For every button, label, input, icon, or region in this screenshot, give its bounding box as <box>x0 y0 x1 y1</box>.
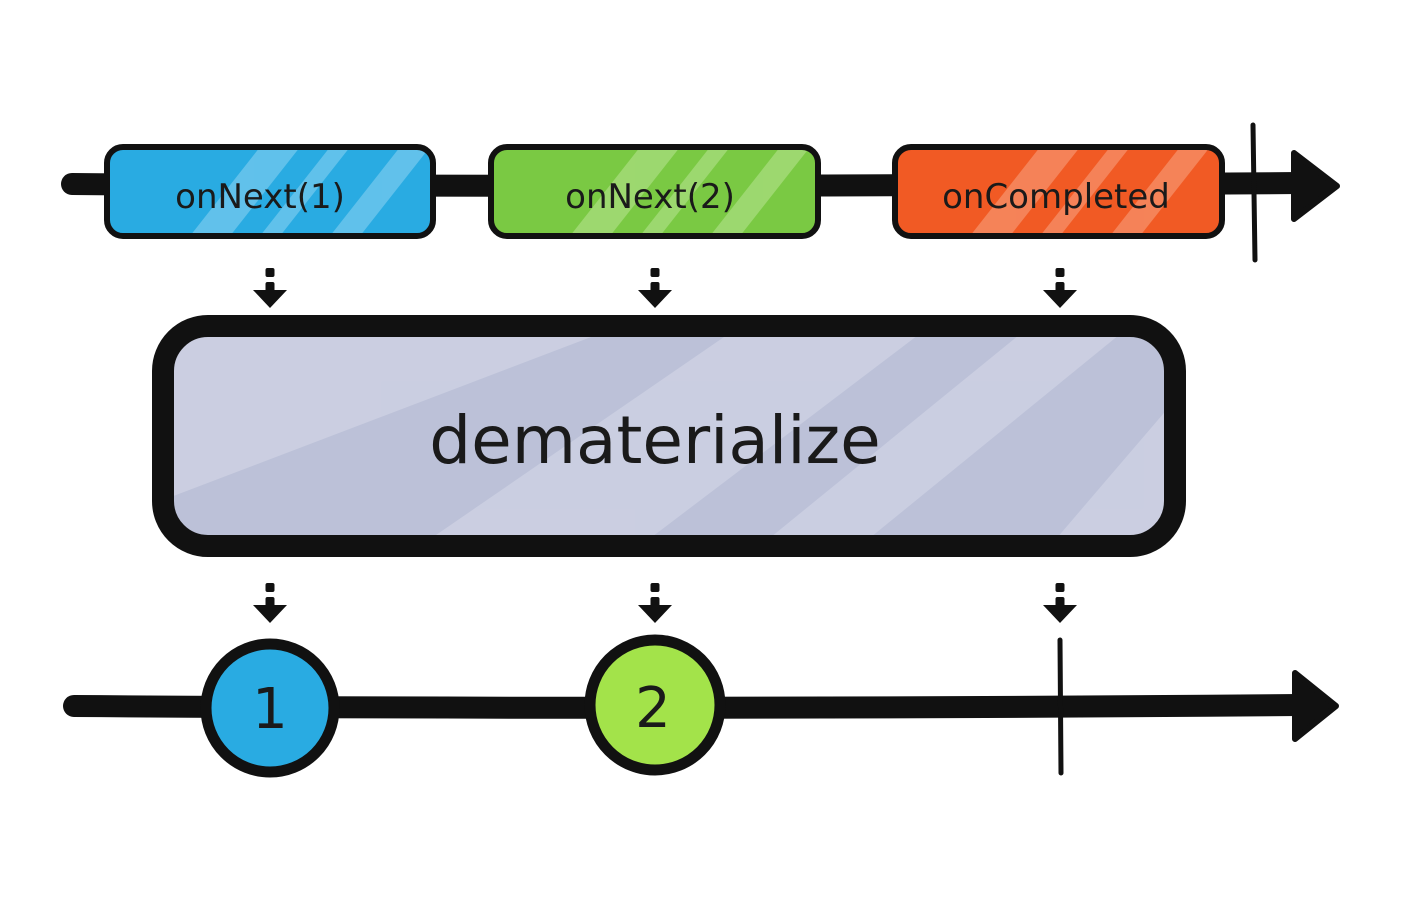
down-arrow-icon <box>253 268 287 308</box>
input-event-label: onNext(2) <box>565 177 735 217</box>
input-event-onnext-2: onNext(2) <box>488 144 821 239</box>
output-marble-2: 2 <box>584 634 726 776</box>
input-event-onnext-1: onNext(1) <box>104 144 436 239</box>
input-completion-marker <box>1250 122 1258 263</box>
output-timeline-arrowhead <box>1292 670 1339 742</box>
down-arrow-icon <box>1043 583 1077 623</box>
input-timeline-arrowhead <box>1291 150 1340 222</box>
down-arrow-icon <box>1043 268 1077 308</box>
output-marble-1: 1 <box>200 638 340 778</box>
output-completion-marker <box>1057 637 1064 776</box>
down-arrow-icon <box>253 583 287 623</box>
operator-box: dematerialize <box>152 315 1186 557</box>
input-event-label: onCompleted <box>942 177 1170 217</box>
operator-label: dematerialize <box>429 402 881 479</box>
down-arrow-icon <box>638 268 672 308</box>
down-arrow-icon <box>638 583 672 623</box>
input-event-label: onNext(1) <box>175 177 345 217</box>
input-event-oncompleted: onCompleted <box>892 144 1225 239</box>
output-marble-label: 1 <box>252 677 288 742</box>
output-marble-label: 2 <box>635 676 671 741</box>
